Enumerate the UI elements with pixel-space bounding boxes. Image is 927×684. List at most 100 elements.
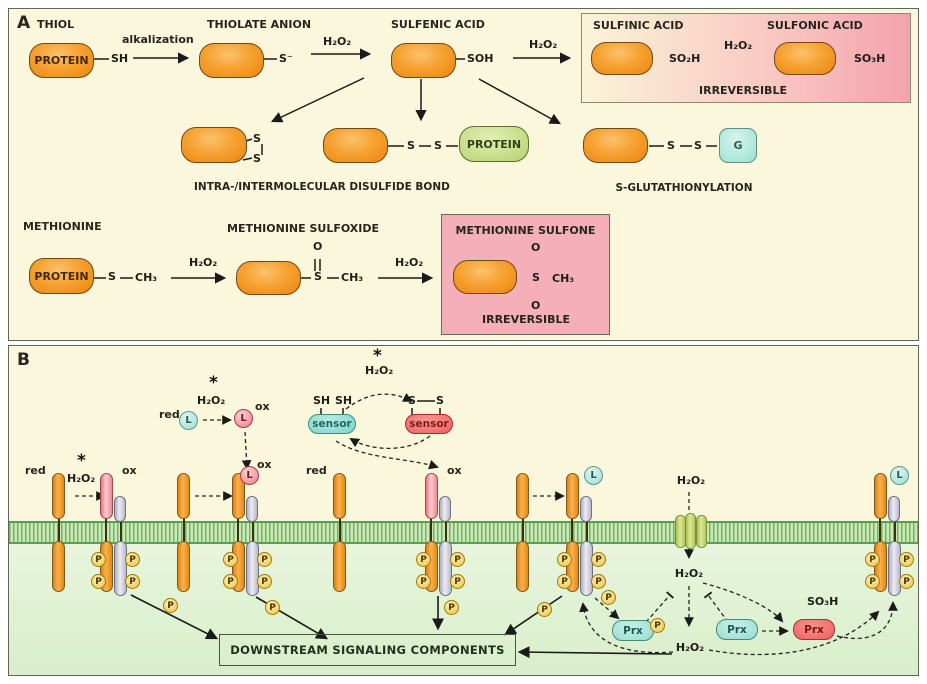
receptor-4-phosphate-4: P	[257, 574, 272, 589]
sulfoxide-s: S	[314, 270, 322, 283]
receptor-2-phosphate-2: P	[125, 552, 140, 567]
receptor-9-ecto	[874, 473, 887, 519]
sulfone-o-top: O	[531, 241, 541, 254]
free-phosphate-5: P	[601, 590, 616, 605]
panel-b-arrows	[75, 393, 898, 659]
sglut-label: S-GLUTATHIONYLATION	[615, 182, 753, 194]
receptor-5-red-label: red	[306, 464, 327, 477]
inter-s-1: S	[407, 139, 415, 152]
receptor-2-cyto-partner	[114, 541, 127, 596]
receptor-5-cyto	[333, 541, 346, 592]
receptor-5-ecto	[333, 473, 346, 519]
irreversible-label-1: IRREVERSIBLE	[699, 84, 787, 97]
receptor-2-ox-label: ox	[122, 464, 137, 477]
thiol-label: THIOL	[37, 18, 75, 31]
receptor-1-red-label: red	[25, 464, 46, 477]
r1-h2o2: H₂O₂	[67, 472, 96, 485]
receptor-8-phosphate-4: P	[591, 574, 606, 589]
receptor-8-ecto-partner	[580, 496, 592, 522]
receptor-4-phosphate-3: P	[223, 574, 238, 589]
receptor-4-ecto	[232, 473, 245, 519]
receptor-6-phosphate-3: P	[416, 574, 431, 589]
sulfone-ch3: CH₃	[552, 272, 575, 285]
receptor-4-stem-right	[252, 512, 254, 548]
h2o2-label-2: H₂O₂	[529, 38, 558, 51]
receptor-9-ecto-partner	[888, 496, 900, 522]
receptor-9-ligand: L	[890, 466, 909, 485]
receptor-4-ligand: L	[240, 466, 259, 485]
protein-oval-glutathionylated	[583, 128, 648, 163]
receptor-1-stem	[58, 512, 60, 548]
panel-b: B red L * H₂O₂ L ox * H₂O₂ SH SH sensor …	[8, 345, 919, 676]
disulfide-label: INTRA-/INTERMOLECULAR DISULFIDE BOND	[194, 181, 450, 193]
ligand-oxidized: L	[234, 409, 253, 428]
panel-a-label: A	[17, 13, 31, 33]
prx-hyperoxidized: Prx	[793, 619, 835, 640]
receptor-4-phosphate-1: P	[223, 552, 238, 567]
receptor-6-phosphate-4: P	[450, 574, 465, 589]
protein-oval-methionine: PROTEIN	[29, 258, 94, 294]
panel-b-label: B	[17, 350, 30, 370]
sensor-star: *	[373, 346, 382, 366]
ligand-red-label: red	[159, 408, 180, 421]
receptor-9-phosphate-3: P	[865, 574, 880, 589]
methionine-label: METHIONINE	[23, 220, 102, 233]
receptor-7-stem	[522, 512, 524, 548]
prx-phosphorylated: Prx	[612, 620, 654, 641]
receptor-5-stem	[339, 512, 341, 548]
receptor-2-stem-right	[120, 512, 122, 548]
sensor-sh-1: SH	[313, 394, 331, 407]
lcycle-h2o2: H₂O₂	[197, 394, 226, 407]
receptor-4-stem-left	[237, 512, 239, 548]
sglut-s-2: S	[694, 139, 702, 152]
receptor-9-cyto-partner	[888, 541, 901, 596]
protein-oval-sulfonic	[774, 42, 836, 75]
sulfone-o-bottom: O	[531, 299, 541, 312]
receptor-8-cyto-partner	[580, 541, 593, 596]
sulfoxide-o: O	[313, 240, 323, 253]
receptor-6-phosphate-1: P	[416, 552, 431, 567]
receptor-9-phosphate-2: P	[899, 552, 914, 567]
so3h-group: SO₃H	[854, 52, 886, 65]
receptor-8-ecto	[566, 473, 579, 519]
receptor-8-phosphate-3: P	[557, 574, 572, 589]
met-s: S	[108, 270, 116, 283]
receptor-9-phosphate-4: P	[899, 574, 914, 589]
h2o2-label-4: H₂O₂	[189, 256, 218, 269]
receptor-4-phosphate-2: P	[257, 552, 272, 567]
receptor-8-phosphate-1: P	[557, 552, 572, 567]
receptor-2-stem-left	[105, 512, 107, 548]
receptor-2-phosphate-4: P	[125, 574, 140, 589]
sulfenic-label: SULFENIC ACID	[391, 18, 485, 31]
receptor-3-ecto	[177, 473, 190, 519]
protein-oval-sulfone	[453, 260, 517, 294]
free-phosphate-2: P	[265, 600, 280, 615]
so2h-group: SO₂H	[669, 52, 701, 65]
protein-oval-thiol: PROTEIN	[29, 43, 94, 78]
receptor-1-cyto	[52, 541, 65, 592]
receptor-1-ecto	[52, 473, 65, 519]
panel-a: A THIOL PROTEIN SH alkalization THIOLATE…	[8, 8, 919, 341]
receptor-9-stem-left	[879, 512, 881, 548]
sulfonic-label: SULFONIC ACID	[767, 19, 863, 32]
protein-oval-intra-disulfide	[181, 127, 247, 163]
alkalization-label: alkalization	[122, 33, 194, 46]
sulfone-label: METHIONINE SULFONE	[455, 224, 596, 237]
sensor-h2o2: H₂O₂	[365, 364, 394, 377]
receptor-6-ecto	[425, 473, 438, 519]
met-ch3: CH₃	[135, 271, 158, 284]
receptor-4-cyto-partner	[246, 541, 259, 596]
receptor-9-stem-right	[894, 512, 896, 548]
ligand-ox-label: ox	[255, 400, 270, 413]
receptor-2-ecto	[100, 473, 113, 519]
h2o2-label-3: H₂O₂	[724, 39, 753, 52]
aquaporin-channel-right	[696, 515, 707, 548]
sensor-sh-2: SH	[335, 394, 353, 407]
intra-s-top: S	[253, 132, 261, 145]
sensor-s-2: S	[436, 394, 444, 407]
protein-oval-sulfoxide	[236, 261, 301, 295]
soh-group: SOH	[467, 52, 494, 65]
downstream-signaling-box: DOWNSTREAM SIGNALING COMPONENTS	[219, 634, 516, 666]
s-minus-group: S⁻	[279, 52, 293, 65]
